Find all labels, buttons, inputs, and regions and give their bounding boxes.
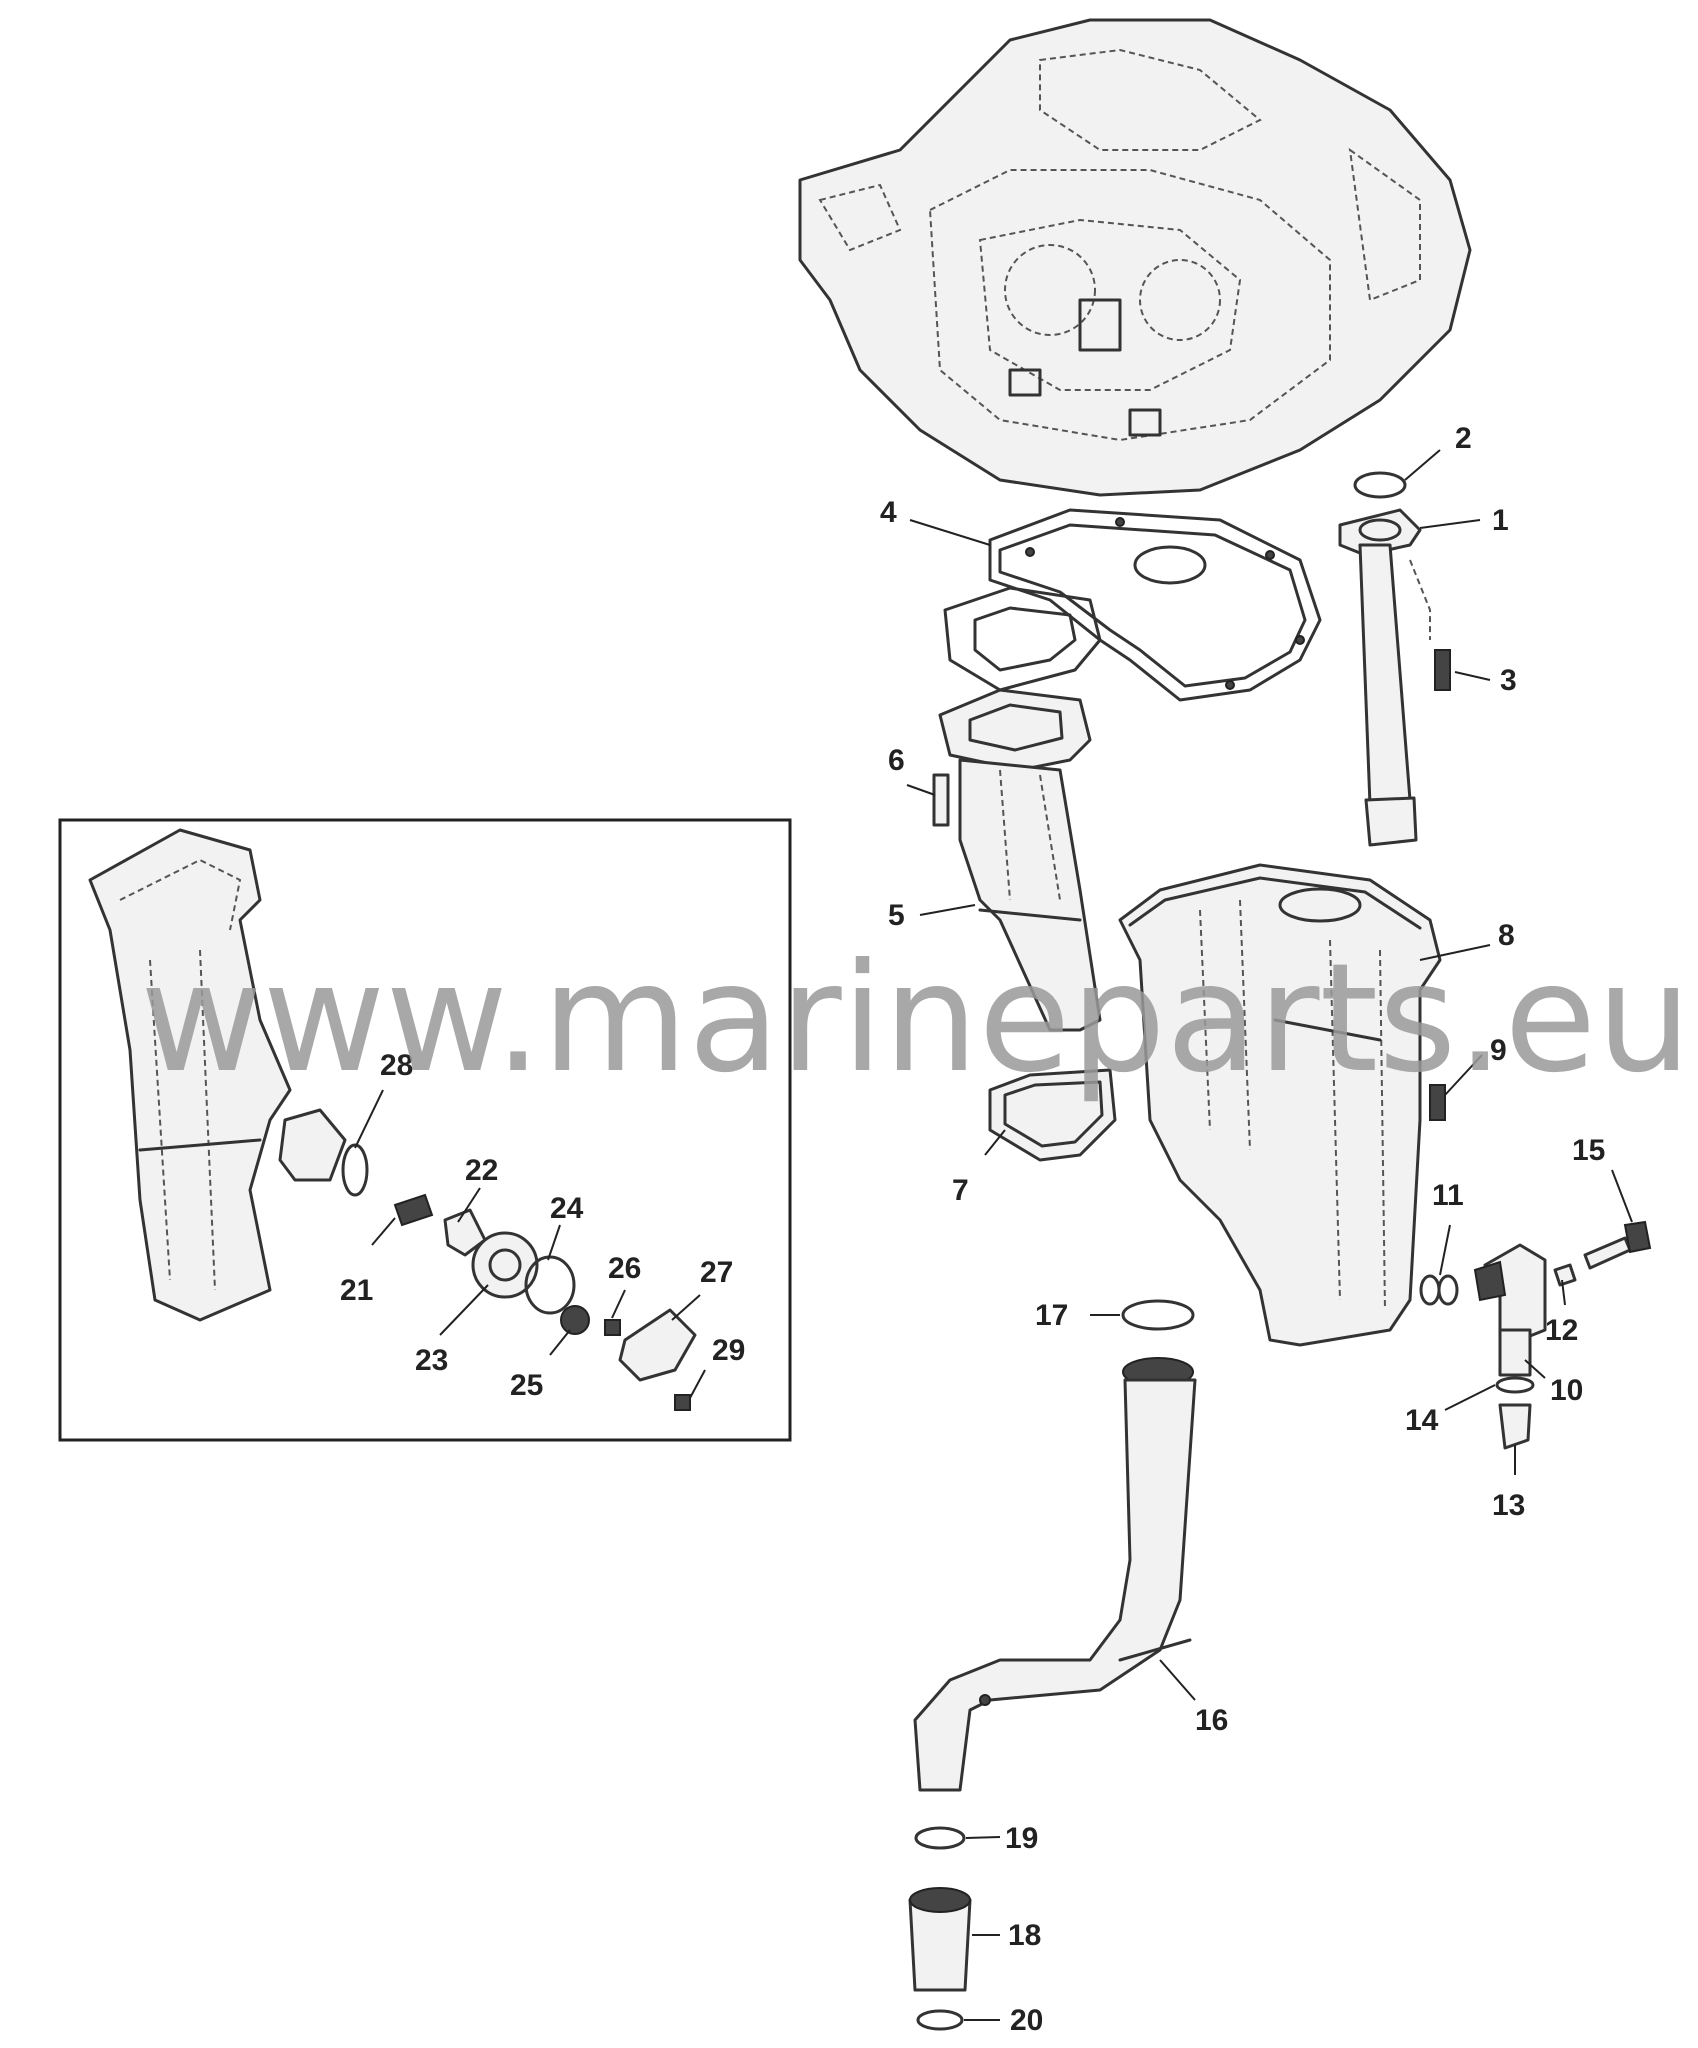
callout-numbers: 1 2 3 4 5 6 7 8 9 10 11 12 13 14 15 16 1… [340, 422, 1605, 2037]
part-rectangular-seal [988, 1068, 1117, 1162]
part-dowel-pin [932, 773, 950, 827]
part-oil-pan-housing [1118, 863, 1446, 1347]
callout-16: 16 [1195, 1704, 1228, 1737]
watermark-text: www.marineparts.eu [140, 932, 1692, 1106]
callout-19: 19 [1005, 1822, 1038, 1855]
callout-8: 8 [1498, 919, 1515, 952]
callout-leader-lines [354, 449, 1633, 2021]
part-flange-gasket [943, 586, 1102, 692]
callout-29: 29 [712, 1334, 745, 1367]
callout-22: 22 [465, 1154, 498, 1187]
part-water-tube [1338, 471, 1451, 847]
callout-25: 25 [510, 1369, 543, 1402]
callout-17: 17 [1035, 1299, 1068, 1332]
part-gasket [988, 508, 1322, 702]
callout-28: 28 [380, 1049, 413, 1082]
callout-14: 14 [1405, 1404, 1439, 1437]
part-bent-hose [908, 1299, 1197, 2031]
callout-26: 26 [608, 1252, 641, 1285]
callout-6: 6 [888, 744, 905, 777]
callout-5: 5 [888, 899, 905, 932]
callout-27: 27 [700, 1256, 733, 1289]
callout-11: 11 [1432, 1179, 1464, 1212]
callout-23: 23 [415, 1344, 448, 1377]
callout-10: 10 [1550, 1374, 1583, 1407]
callout-21: 21 [340, 1274, 373, 1307]
callout-4: 4 [880, 496, 897, 529]
part-exhaust-tube [938, 688, 1102, 1032]
callout-12: 12 [1545, 1314, 1578, 1347]
callout-15: 15 [1572, 1134, 1605, 1167]
callout-1: 1 [1492, 504, 1509, 537]
callout-9: 9 [1490, 1034, 1507, 1067]
callout-13: 13 [1492, 1489, 1525, 1522]
callout-20: 20 [1010, 2004, 1043, 2037]
inset-detail-box [58, 818, 792, 1442]
callout-7: 7 [952, 1174, 969, 1207]
callout-24: 24 [550, 1192, 584, 1225]
engine-block-drawing [798, 18, 1472, 497]
callout-3: 3 [1500, 664, 1517, 697]
part-elbow-fitting [1419, 1220, 1652, 1450]
callout-18: 18 [1008, 1919, 1041, 1952]
callout-2: 2 [1455, 422, 1472, 455]
